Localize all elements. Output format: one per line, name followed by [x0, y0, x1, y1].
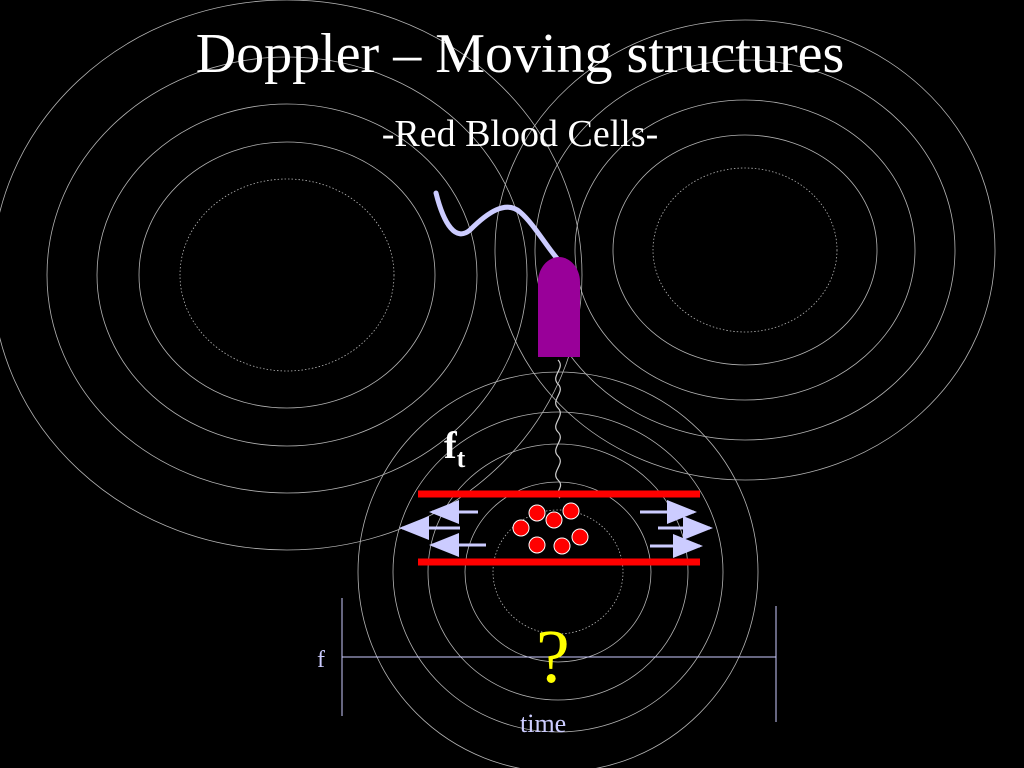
- graph-x-label: time: [520, 709, 566, 738]
- red-blood-cells: [512, 502, 589, 555]
- flow-arrows-right: [640, 500, 713, 558]
- transmit-label-sub: t: [457, 444, 466, 473]
- flow-arrows-left: [399, 500, 486, 557]
- slide-subtitle: -Red Blood Cells-: [381, 113, 659, 155]
- red-blood-cell: [571, 528, 589, 546]
- slide-title: Doppler – Moving structures: [195, 23, 845, 85]
- red-blood-cell: [553, 537, 571, 555]
- red-blood-cell: [545, 511, 563, 529]
- ultrasound-probe: [538, 257, 580, 357]
- frequency-time-graph: [341, 598, 777, 722]
- graph-y-label: f: [317, 647, 325, 673]
- wave-rings-right: [494, 19, 996, 481]
- transmit-label-main: f: [444, 425, 458, 467]
- wave-rings-left: [0, 0, 583, 551]
- probe-cable: [433, 190, 563, 265]
- red-blood-cell: [562, 502, 580, 520]
- emitted-wave: [555, 359, 562, 499]
- transmit-frequency-label: ft: [444, 425, 466, 473]
- red-blood-cell: [528, 536, 546, 554]
- red-blood-cell: [512, 519, 530, 537]
- unknown-frequency-mark: ?: [536, 615, 570, 699]
- red-blood-cell: [528, 504, 546, 522]
